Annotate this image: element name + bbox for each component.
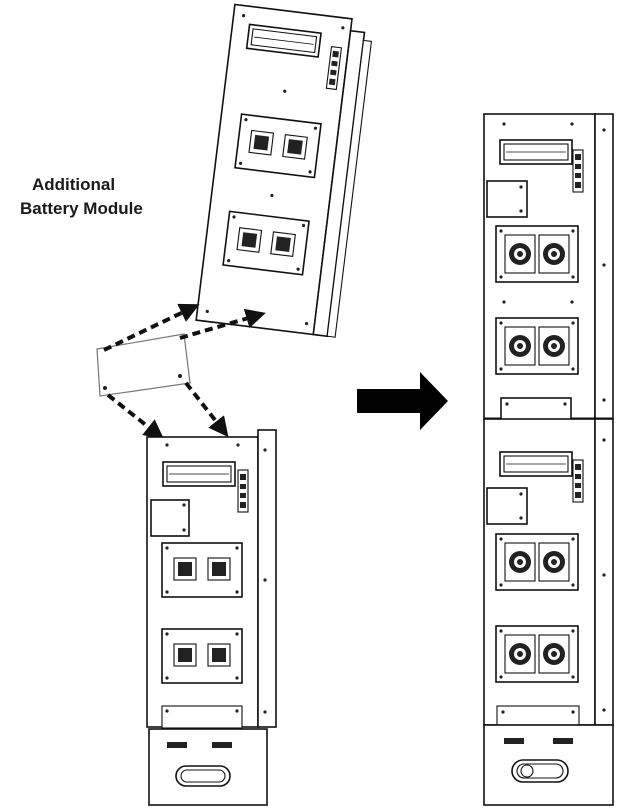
stack-upper-control-buttons bbox=[572, 149, 584, 193]
existing-battery-module bbox=[146, 429, 277, 729]
module-socket-plate-lower bbox=[222, 210, 310, 276]
dashed-arrow-icon bbox=[103, 303, 266, 440]
stack-upper-display-window bbox=[499, 139, 573, 165]
existing-control-buttons bbox=[237, 469, 249, 513]
module-socket-plate-upper bbox=[234, 113, 322, 179]
stack-upper-connector-plate-1 bbox=[495, 225, 579, 283]
arrow-right-icon bbox=[357, 372, 448, 430]
stack-lower-connector-plate-1 bbox=[495, 533, 579, 591]
existing-display-window bbox=[162, 461, 236, 487]
label-line-1: Additional bbox=[32, 175, 115, 194]
stack-lower-connector-plate-2 bbox=[495, 625, 579, 683]
existing-base-unit bbox=[148, 728, 268, 806]
stack-lower-display-window bbox=[499, 451, 573, 477]
stack-base-unit bbox=[483, 724, 614, 806]
existing-socket-plate-lower bbox=[161, 628, 243, 684]
existing-socket-plate-upper bbox=[161, 542, 243, 598]
cover-plate bbox=[96, 333, 191, 397]
stack-upper-connector-plate-2 bbox=[495, 317, 579, 375]
additional-battery-module bbox=[195, 3, 373, 338]
stack-lower-control-buttons bbox=[572, 459, 584, 503]
label-line-2: Battery Module bbox=[20, 199, 143, 218]
combined-battery-stack bbox=[483, 113, 614, 726]
